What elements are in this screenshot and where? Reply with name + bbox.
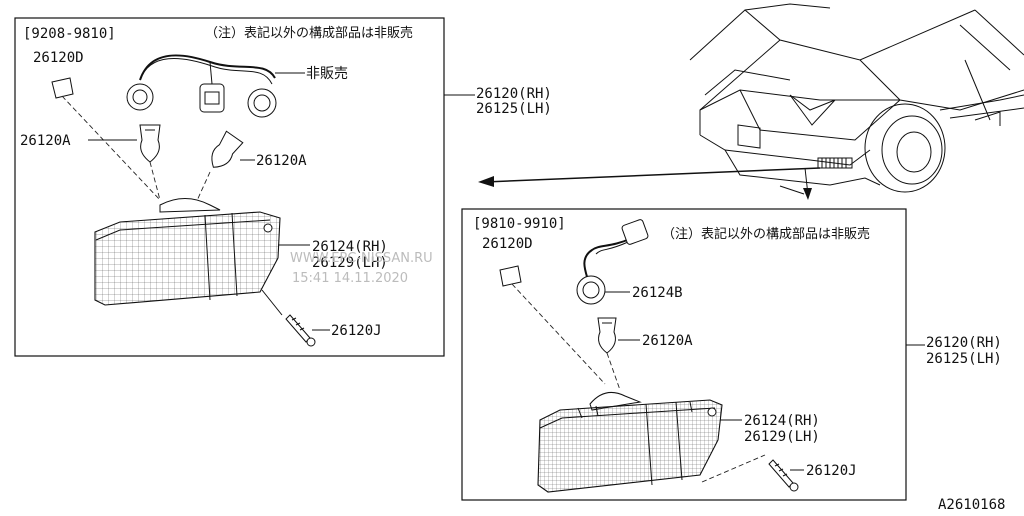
panel-late-date-range: [9810-9910] (473, 216, 566, 232)
bulb-icon (597, 317, 617, 354)
label-assembly-late-lh: 26125(LH) (926, 351, 1002, 367)
arrowhead-icon (478, 176, 494, 187)
label-assembly-late-rh: 26120(RH) (926, 335, 1002, 351)
bracket-icon (51, 77, 74, 99)
diagram-code: A2610168 (938, 497, 1005, 512)
label-screw-early: 26120J (331, 323, 382, 339)
vehicle-front-sketch (689, 3, 1024, 195)
panel-early: [9208-9810] （注）表記以外の構成部品は非販売 26120D 非販売 … (14, 17, 445, 357)
label-assembly-early-lh: 26125(LH) (476, 101, 552, 117)
screw-icon (285, 314, 316, 347)
label-socket-late: 26124B (632, 285, 683, 301)
label-lens-early-rh: 26124(RH) (312, 239, 388, 255)
label-bracket-early: 26120D (33, 50, 84, 66)
arrowhead-icon (803, 188, 812, 200)
watermark-timestamp: 15:41 14.11.2020 (292, 271, 408, 286)
label-bracket-late: 26120D (482, 236, 533, 252)
bracket-icon (499, 265, 522, 287)
label-screw-late: 26120J (806, 463, 857, 479)
label-bulb-early-2: 26120A (256, 153, 307, 169)
panel-early-note: （注）表記以外の構成部品は非販売 (205, 25, 413, 41)
wiring-harness-icon (126, 54, 277, 118)
label-lens-late-rh: 26124(RH) (744, 413, 820, 429)
panel-late-frame (461, 208, 907, 501)
panel-early-date-range: [9208-9810] (23, 26, 116, 42)
panel-early-frame (14, 17, 445, 357)
label-harness-not-sold: 非販売 (306, 66, 348, 82)
watermark-site: WWW.EPC-NISSAN.RU (290, 251, 433, 266)
bulb-socket-icon (576, 219, 649, 305)
panel-late: [9810-9910] （注）表記以外の構成部品は非販売 26120D 2612… (461, 208, 907, 501)
turn-signal-lens-early (94, 198, 283, 316)
bulb-icon (139, 124, 161, 163)
label-bulb-early-1: 26120A (20, 133, 71, 149)
label-lens-early-lh: 26129(LH) (312, 255, 388, 271)
bulb-icon (211, 130, 244, 168)
panel-late-note: （注）表記以外の構成部品は非販売 (662, 226, 870, 242)
label-assembly-early-rh: 26120(RH) (476, 86, 552, 102)
turn-signal-lens-late (537, 391, 723, 493)
screw-icon (768, 459, 799, 492)
label-lens-late-lh: 26129(LH) (744, 429, 820, 445)
label-bulb-late: 26120A (642, 333, 693, 349)
callout-arrow-early (484, 167, 821, 183)
